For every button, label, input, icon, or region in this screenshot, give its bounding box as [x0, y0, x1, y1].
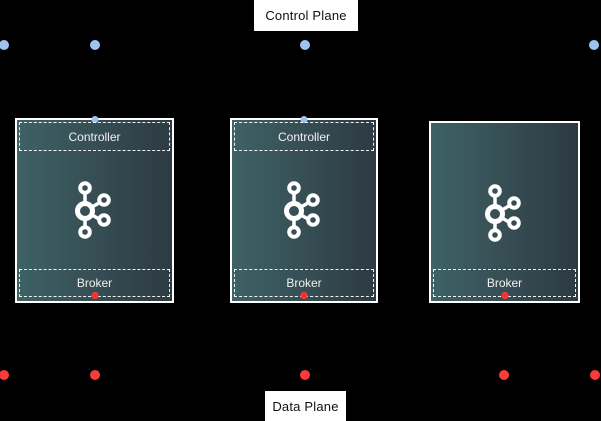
data-plane-dot	[0, 370, 9, 380]
data-plane-label: Data Plane	[265, 391, 346, 421]
control-plane-dot	[589, 40, 599, 50]
broker-anchor-dot	[91, 292, 98, 299]
broker-anchor-dot	[501, 292, 508, 299]
controller-section: Controller	[234, 122, 374, 151]
kafka-node-1: Controller Broker	[15, 116, 174, 303]
control-plane-dot	[300, 40, 310, 50]
control-plane-label: Control Plane	[254, 0, 358, 31]
kafka-node-3: Broker	[429, 121, 580, 303]
kafka-node-2: Controller Broker	[230, 116, 378, 303]
broker-label: Broker	[286, 276, 322, 290]
control-plane-dot	[0, 40, 9, 50]
kafka-logo-icon	[74, 180, 115, 242]
controller-anchor-dot	[91, 116, 98, 123]
controller-anchor-dot	[300, 116, 308, 123]
broker-anchor-dot	[300, 292, 308, 299]
data-plane-dot	[499, 370, 509, 380]
broker-label: Broker	[486, 276, 523, 290]
controller-section: Controller	[19, 122, 170, 151]
controller-label: Controller	[68, 129, 121, 144]
data-plane-dot	[590, 370, 600, 380]
data-plane-dot	[300, 370, 310, 380]
data-plane-dot	[90, 370, 100, 380]
kafka-logo-icon	[484, 183, 525, 245]
broker-label: Broker	[76, 276, 113, 290]
kafka-logo-icon	[284, 180, 324, 242]
controller-label: Controller	[277, 129, 331, 144]
control-plane-dot	[90, 40, 100, 50]
